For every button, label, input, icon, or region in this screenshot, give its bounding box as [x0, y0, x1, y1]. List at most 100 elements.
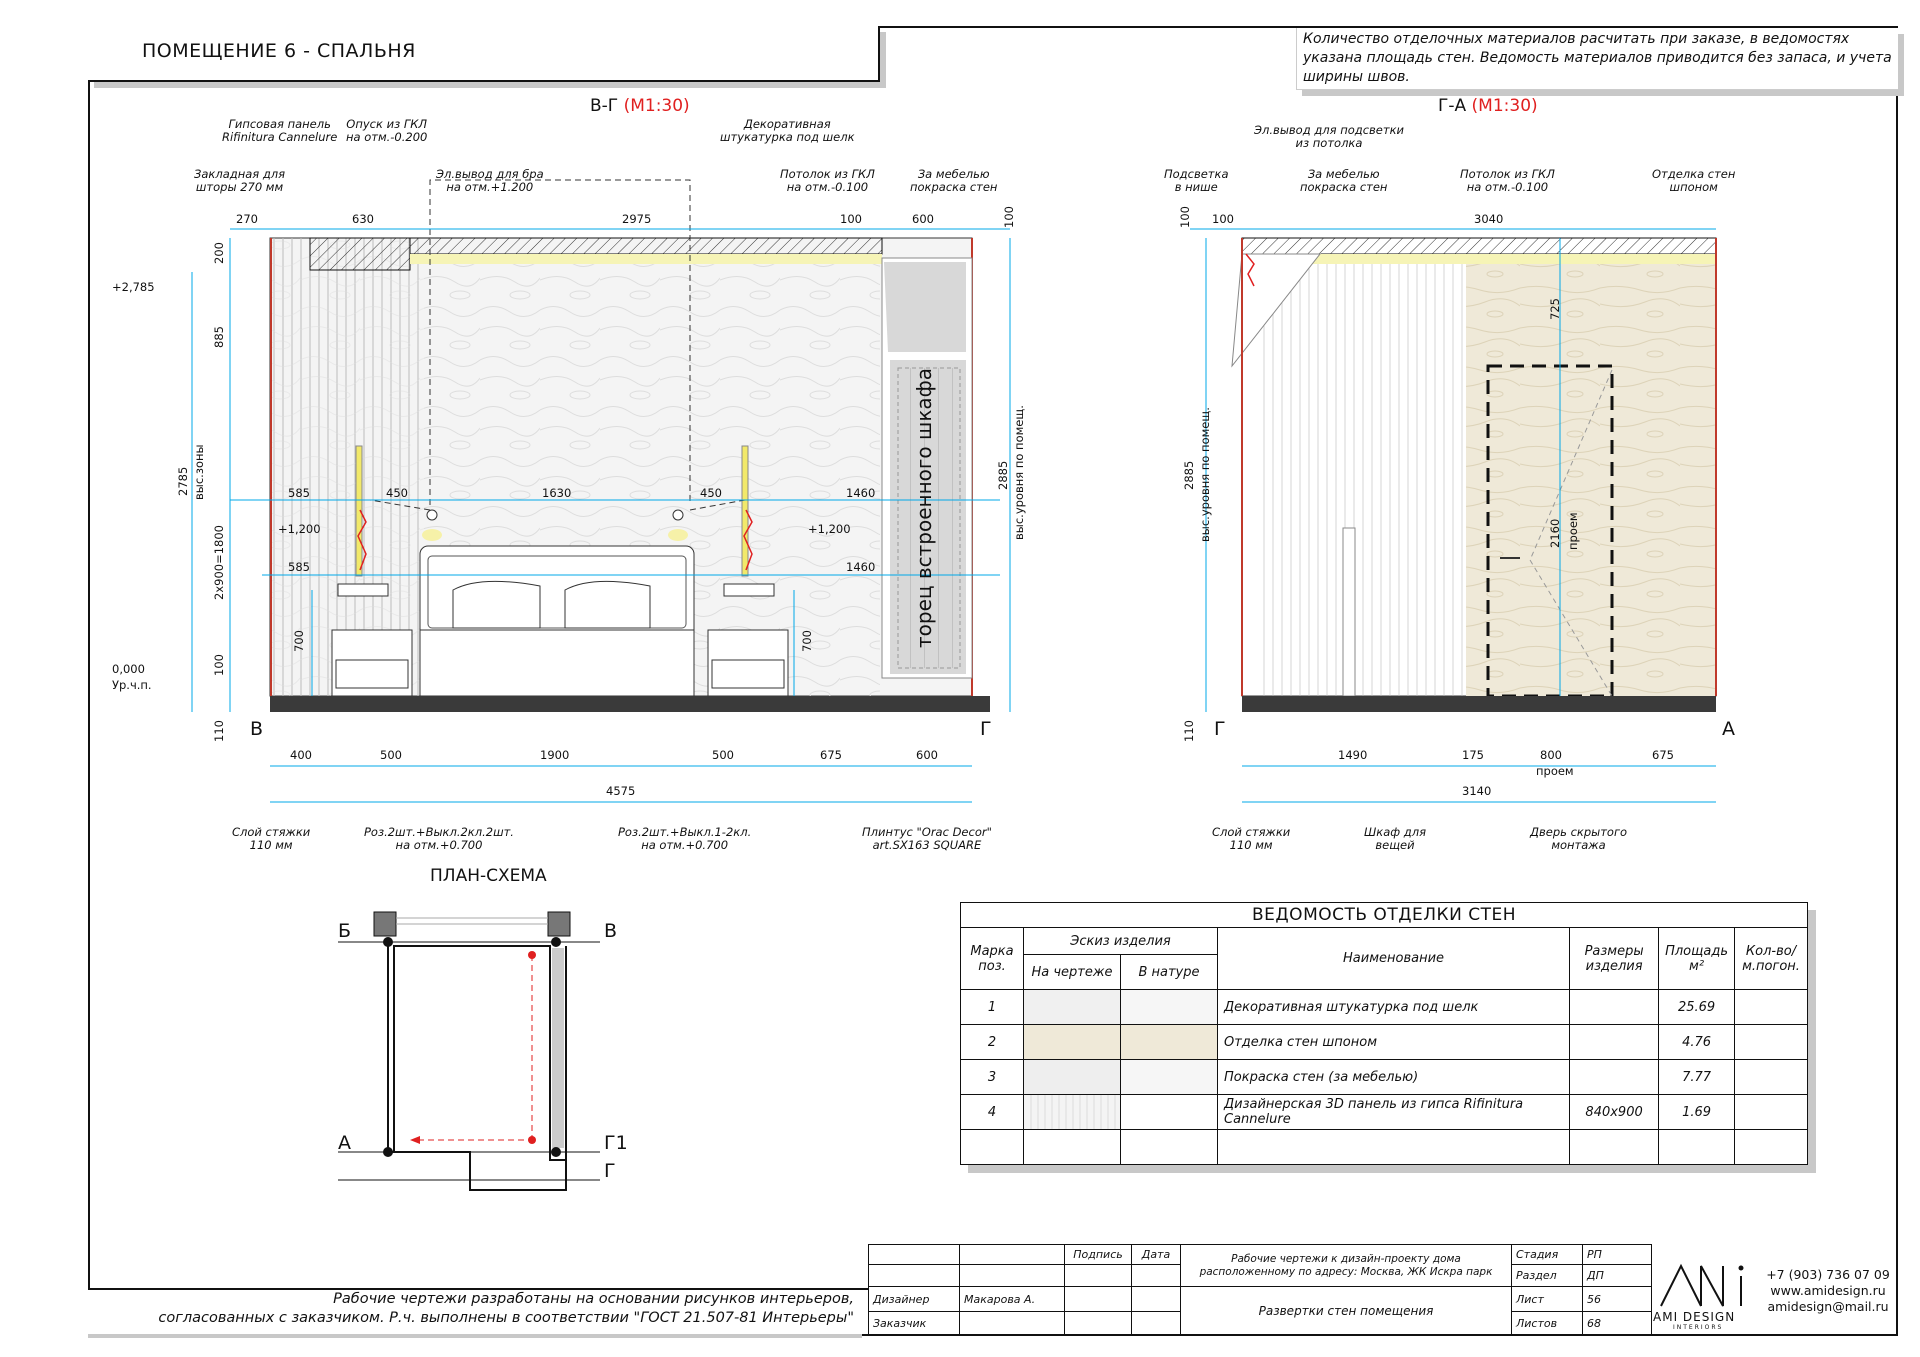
th-on-drawing: На чертеже — [1023, 954, 1121, 990]
dim-bottom-600: 600 — [916, 748, 938, 762]
dim-700-585: 585 — [288, 560, 310, 574]
dim-bottom-675: 675 — [820, 748, 842, 762]
axis-letter-g: Г — [980, 718, 992, 740]
dim-bottom-4575: 4575 — [606, 784, 636, 798]
dim2-bottom-800-label: проем — [1536, 764, 1574, 778]
dim-bottom-500-right: 500 — [712, 748, 734, 762]
dim2-110: 110 — [1182, 720, 1196, 742]
dim-left-110: 110 — [212, 720, 226, 742]
level-top: +2,785 — [112, 280, 155, 294]
title-block: Подпись Дата Рабочие чертежи к дизайн-пр… — [868, 1243, 1898, 1337]
dim-top-600: 600 — [912, 212, 934, 226]
callout2-behind-furniture: За мебелью покраска стен — [1300, 167, 1388, 194]
dim-top-right-100: 100 — [1002, 206, 1016, 228]
wardrobe-end-label: торец встроенного шкафа — [912, 367, 936, 648]
swatch-nature — [1120, 989, 1218, 1025]
dim-bottom-400: 400 — [290, 748, 312, 762]
sheet-title: ПОМЕЩЕНИЕ 6 - СПАЛЬНЯ — [142, 40, 416, 62]
contact-email[interactable]: amidesign@mail.ru — [1767, 1299, 1889, 1314]
table-row: 4 Дизайнерская 3D панель из гипса Rifini… — [960, 1094, 1808, 1130]
level-zero-label: Ур.ч.п. — [112, 678, 152, 692]
dim2-2160: 2160 — [1548, 518, 1562, 548]
swatch-drawing — [1023, 1059, 1121, 1095]
table-row — [960, 1129, 1808, 1165]
contact-phone: +7 (903) 736 07 09 — [1766, 1267, 1890, 1282]
dim-left-2785-label: выс.зоны — [192, 444, 206, 500]
table-caption: ВЕДОМОСТЬ ОТДЕЛКИ СТЕН — [960, 902, 1808, 928]
level-zero: 0,000 — [112, 662, 145, 676]
axis-letter-g2: Г — [1214, 718, 1226, 740]
th-name: Наименование — [1216, 927, 1571, 990]
swatch-drawing — [1023, 989, 1121, 1025]
dim2-bottom-1490: 1490 — [1338, 748, 1368, 762]
callout2-niche-light: Подсветка в нише — [1164, 167, 1229, 194]
stamp-project: Рабочие чертежи к дизайн-проекту дома ра… — [1180, 1243, 1512, 1288]
elevation-g-a — [1190, 228, 1717, 803]
dim-left-100: 100 — [212, 654, 226, 676]
callout-sconce-outlet: Эл.вывод для бра на отм.+1.200 — [436, 167, 544, 194]
materials-note: Количество отделочных материалов расчита… — [1296, 28, 1898, 90]
callout-behind-furniture: За мебелью покраска стен — [910, 167, 998, 194]
ami-design-logo: AMI DESIGN INTERIORS — [1647, 1252, 1761, 1332]
dim-700-left: 700 — [292, 630, 306, 652]
dim2-left-100: 100 — [1178, 206, 1192, 228]
callout2-gkl-ceiling: Потолок из ГКЛ на отм.-0.100 — [1460, 167, 1555, 194]
dim-left-2785: 2785 — [176, 466, 190, 496]
axis-letter-a: А — [1722, 718, 1735, 740]
logo-sub: INTERIORS — [1673, 1324, 1724, 1331]
dim2-top-100: 100 — [1212, 212, 1234, 226]
th-sketch: Эскиз изделия — [1023, 927, 1218, 955]
stamp-sheet-name: Развертки стен помещения — [1180, 1286, 1512, 1336]
logo-mark-icon — [1660, 1263, 1744, 1307]
plan-letter-b: Б — [338, 920, 352, 942]
contact-info: +7 (903) 736 07 09 www.amidesign.ru amid… — [1762, 1267, 1894, 1315]
sheet-title-tab: ПОМЕЩЕНИЕ 6 - СПАЛЬНЯ — [88, 26, 880, 82]
plan-letter-g1: Г1 — [604, 1132, 628, 1154]
dim-bottom-1900: 1900 — [540, 748, 570, 762]
th-size: Размеры изделия — [1569, 927, 1660, 990]
level-1200-left: +1,200 — [278, 522, 321, 536]
callout-gypsum-panel: Гипсовая панель Rifinitura Cannelure — [222, 117, 338, 144]
swatch-drawing — [1023, 1094, 1121, 1130]
table-row: 3 Покраска стен (за мебелью) 7.77 — [960, 1059, 1808, 1095]
dim-700-right: 700 — [800, 630, 814, 652]
dim-bottom-500-left: 500 — [380, 748, 402, 762]
dim-top-630: 630 — [352, 212, 374, 226]
footer-note: Рабочие чертежи разработаны на основании… — [88, 1288, 868, 1334]
dim2-bottom-3140: 3140 — [1462, 784, 1492, 798]
callout2-wardrobe: Шкаф для вещей — [1364, 825, 1426, 852]
th-qty: Кол-во/ м.погон. — [1734, 927, 1808, 990]
logo-name: AMI DESIGN — [1653, 1310, 1736, 1324]
plan-letter-a: А — [338, 1132, 351, 1154]
plan-letter-v: В — [604, 920, 618, 942]
swatch-nature — [1120, 1024, 1218, 1060]
contact-site[interactable]: www.amidesign.ru — [1770, 1283, 1886, 1298]
dim2-725: 725 — [1548, 298, 1562, 320]
callout-sockets-left: Роз.2шт.+Выкл.2кл.2шт. на отм.+0.700 — [364, 825, 514, 852]
dim-1200-1630: 1630 — [542, 486, 572, 500]
dim2-top-3040: 3040 — [1474, 212, 1504, 226]
dim-700-1460: 1460 — [846, 560, 876, 574]
th-in-nature: В натуре — [1120, 954, 1218, 990]
callout-gkl-ceiling: Потолок из ГКЛ на отм.-0.100 — [780, 167, 875, 194]
dim-top-2975: 2975 — [622, 212, 652, 226]
view2-title: Г-А (М1:30) — [1438, 96, 1538, 116]
view1-title: В-Г (М1:30) — [590, 96, 690, 116]
dim2-left-2885-label: выс.уровня по помещ. — [1198, 407, 1212, 542]
dim2-left-2885: 2885 — [1182, 460, 1196, 490]
wall-finish-table: ВЕДОМОСТЬ ОТДЕЛКИ СТЕН Марка поз. Эскиз … — [960, 902, 1808, 1165]
dim-1200-450-left: 450 — [386, 486, 408, 500]
dim2-bottom-175: 175 — [1462, 748, 1484, 762]
callout-curtain-mount: Закладная для шторы 270 мм — [194, 167, 286, 194]
th-area: Площадь м² — [1658, 927, 1735, 990]
axis-letter-v: В — [250, 718, 264, 740]
dim-left-885: 885 — [212, 326, 226, 348]
dim-top-270: 270 — [236, 212, 258, 226]
table-row: 2 Отделка стен шпоном 4.76 — [960, 1024, 1808, 1060]
callout-screed: Слой стяжки 110 мм — [232, 825, 311, 852]
level-1200-right: +1,200 — [808, 522, 851, 536]
dim-right-2885-label: выс.уровня по помещ. — [1012, 405, 1026, 540]
dim2-bottom-800: 800 — [1540, 748, 1562, 762]
plan-scheme — [338, 911, 600, 1191]
